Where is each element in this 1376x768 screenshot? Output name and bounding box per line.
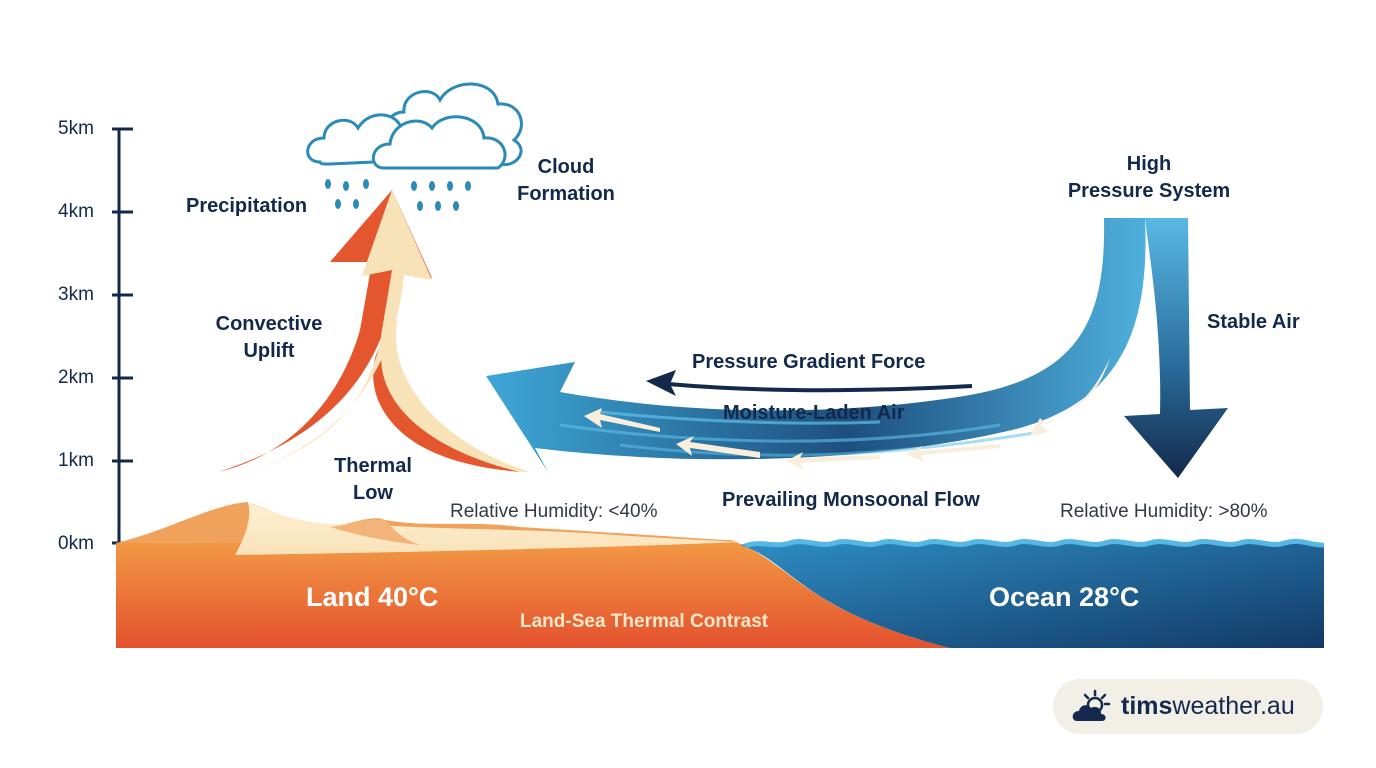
convective-uplift-line2: Uplift: [243, 340, 295, 362]
thermal-low-arrow: [373, 318, 530, 472]
land-temperature-label: Land 40°C: [306, 582, 439, 612]
precipitation-label: Precipitation: [186, 195, 308, 217]
brand-name-rest: weather.au: [1172, 692, 1295, 720]
thermal-low-label: Thermal Low: [334, 453, 412, 507]
brand-name: timsweather.au: [1121, 692, 1295, 721]
convective-uplift-arrow: [218, 190, 432, 472]
thermal-contrast-label: Land-Sea Thermal Contrast: [520, 611, 769, 632]
ocean-temperature-label: Ocean 28°C: [989, 582, 1140, 612]
convective-uplift-line1: Convective: [215, 313, 323, 335]
tick-label: 2km: [58, 367, 94, 388]
sand-dunes: [116, 502, 740, 555]
cloud-icon: [306, 82, 523, 170]
pressure-gradient-label: Pressure Gradient Force: [692, 351, 926, 373]
thermal-low-line1: Thermal: [334, 455, 412, 477]
cloud-formation-line2: Formation: [517, 183, 615, 205]
high-pressure-line2: Pressure System: [1067, 180, 1231, 202]
tick-label: 1km: [58, 450, 94, 471]
land-mass: [116, 540, 950, 648]
altitude-axis: [112, 127, 133, 545]
ocean-wave-crest: [744, 538, 1325, 549]
thermal-low-line2: Low: [353, 482, 393, 504]
high-pressure-label: High Pressure System: [1068, 151, 1230, 205]
flow-direction-arrows: [584, 358, 1110, 470]
moisture-air-label: Moisture-Laden Air: [723, 402, 905, 424]
tick-label: 3km: [58, 284, 94, 305]
tick-label: 5km: [58, 118, 94, 139]
pressure-gradient-arrow: [646, 370, 973, 396]
sun-cloud-icon: [1072, 689, 1111, 721]
tick-label: 0km: [58, 533, 94, 554]
convective-uplift-label: Convective Uplift: [216, 311, 323, 365]
cloud-formation-line1: Cloud: [537, 156, 595, 178]
high-pressure-line1: High: [1126, 153, 1172, 175]
stable-air-label: Stable Air: [1207, 311, 1300, 333]
cloud-formation-label: Cloud Formation: [517, 154, 615, 208]
monsoon-flow-label: Prevailing Monsoonal Flow: [722, 489, 980, 511]
ocean-body: [740, 541, 1324, 648]
rain-drops: [325, 179, 471, 211]
monsoon-flow-arrow: [486, 218, 1228, 478]
brand-name-bold: tims: [1121, 692, 1173, 720]
brand-watermark: timsweather.au: [1053, 679, 1323, 734]
rh-ocean-label: Relative Humidity: >80%: [1060, 501, 1268, 522]
tick-label: 4km: [58, 201, 94, 222]
rh-land-label: Relative Humidity: <40%: [450, 501, 658, 522]
